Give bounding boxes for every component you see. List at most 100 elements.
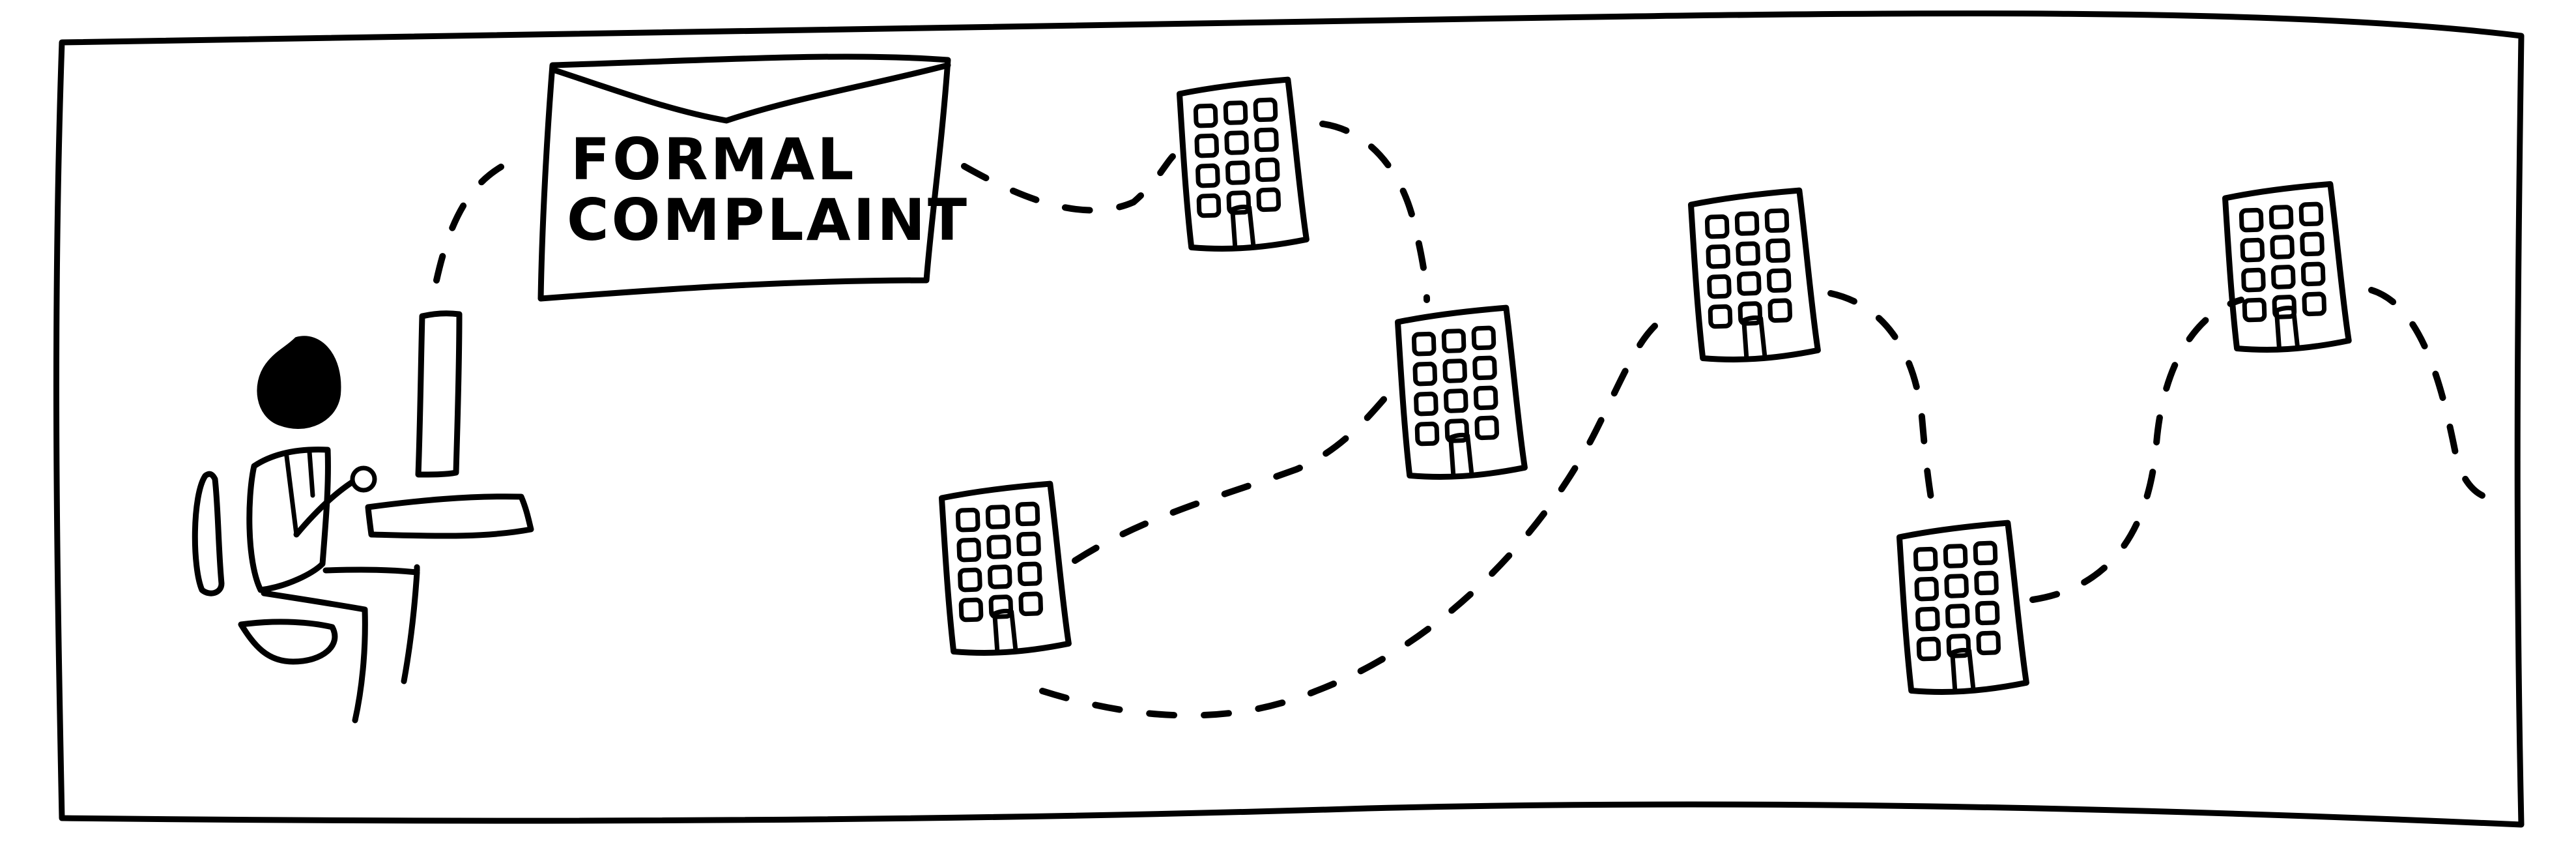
building-door [1230, 204, 1256, 248]
building-window [2240, 237, 2265, 263]
building-window [1974, 570, 1999, 596]
building-window [986, 535, 1011, 559]
building-window [1256, 187, 1281, 213]
building-outline [1896, 520, 2029, 695]
envelope-flap [552, 62, 951, 124]
building-window [1224, 130, 1249, 155]
route-building-3-to-building-4 [1039, 323, 1658, 719]
route-envelope-to-building-1 [961, 153, 1176, 214]
building-window [1195, 163, 1220, 188]
building-window [1473, 385, 1498, 411]
building-window [1738, 301, 1763, 326]
building-window [1194, 133, 1220, 158]
building-window [1193, 103, 1218, 128]
building-outline [1176, 76, 1309, 252]
office-building-icon [1896, 520, 2029, 695]
building-window [1915, 606, 1940, 632]
building-window [1253, 97, 1278, 123]
computer-monitor-icon [415, 310, 463, 478]
building-window [1414, 391, 1438, 417]
building-window [1708, 304, 1733, 329]
sketch-frame [53, 10, 2525, 828]
building-window [958, 597, 984, 623]
building-window [1704, 214, 1730, 239]
route-building-6-to-building-5 [2029, 297, 2244, 603]
building-door [1448, 432, 1474, 477]
building-outline [2222, 181, 2352, 353]
building-window [1441, 329, 1467, 353]
building-window [1018, 591, 1044, 617]
building-window [956, 537, 982, 563]
building-window [2300, 231, 2325, 257]
office-building-icon [1394, 304, 1528, 480]
building-outline [938, 480, 1072, 656]
building-outline [1394, 304, 1528, 480]
building-window [1946, 634, 1971, 658]
building-window [1015, 501, 1040, 527]
route-building-5-exit [2368, 287, 2485, 499]
building-window [1472, 355, 1497, 381]
building-window [1412, 361, 1438, 387]
office-building-icon [2222, 181, 2352, 353]
building-window [1414, 421, 1440, 447]
building-window [1973, 540, 1998, 566]
building-window [1707, 274, 1732, 299]
office-buildings [938, 76, 2352, 695]
route-building-3-to-building-2 [1072, 388, 1394, 564]
building-window [1255, 157, 1280, 183]
building-window [1976, 630, 2001, 656]
building-window [1471, 325, 1496, 351]
building-door [992, 608, 1018, 653]
building-window [985, 505, 1010, 529]
building-window [1223, 100, 1248, 125]
building-window [2300, 261, 2326, 287]
envelope-icon [537, 53, 951, 302]
building-window [2268, 205, 2294, 229]
building-window [1225, 160, 1250, 185]
building-window [1736, 271, 1762, 296]
building-window [2242, 297, 2267, 323]
person-arm [293, 479, 355, 538]
office-building-icon [1687, 187, 1821, 362]
person-collar [284, 449, 315, 537]
building-door [1950, 647, 1976, 692]
building-outline [1687, 187, 1821, 362]
building-window [1474, 415, 1500, 441]
building-window [1975, 600, 2000, 626]
building-window [1734, 211, 1760, 236]
route-building-4-to-building-6 [1827, 290, 1935, 505]
building-window [1945, 604, 1970, 628]
building-window [1913, 546, 1938, 572]
building-window [1254, 127, 1279, 153]
route-building-1-to-building-2 [1319, 121, 1430, 303]
desk-top [365, 493, 534, 539]
building-window [1411, 331, 1437, 357]
person-legs [261, 590, 368, 724]
building-window [1764, 208, 1790, 233]
person-at-computer [192, 310, 534, 724]
building-window [1766, 268, 1792, 293]
chair-back [192, 471, 225, 596]
building-window [1916, 636, 1941, 662]
building-window [1706, 244, 1731, 269]
building-window [987, 565, 1012, 589]
person-hand [350, 465, 377, 493]
complaint-route [433, 121, 2485, 719]
building-window [2241, 267, 2266, 293]
person-torso [246, 447, 331, 593]
building-window [1443, 389, 1468, 413]
building-window [1943, 544, 1968, 568]
building-window [1444, 419, 1470, 443]
office-building-icon [938, 480, 1072, 656]
building-window [1914, 576, 1939, 602]
desk-leg [322, 564, 420, 684]
building-window [1766, 238, 1790, 263]
formal-complaint-envelope: FORMAL COMPLAINT [537, 53, 967, 302]
building-window [955, 507, 980, 533]
building-window [2239, 207, 2264, 233]
building-window [2270, 265, 2296, 289]
building-door [1741, 315, 1767, 359]
building-window [2302, 291, 2327, 317]
building-window [988, 595, 1014, 619]
office-building-icon [1176, 76, 1309, 252]
